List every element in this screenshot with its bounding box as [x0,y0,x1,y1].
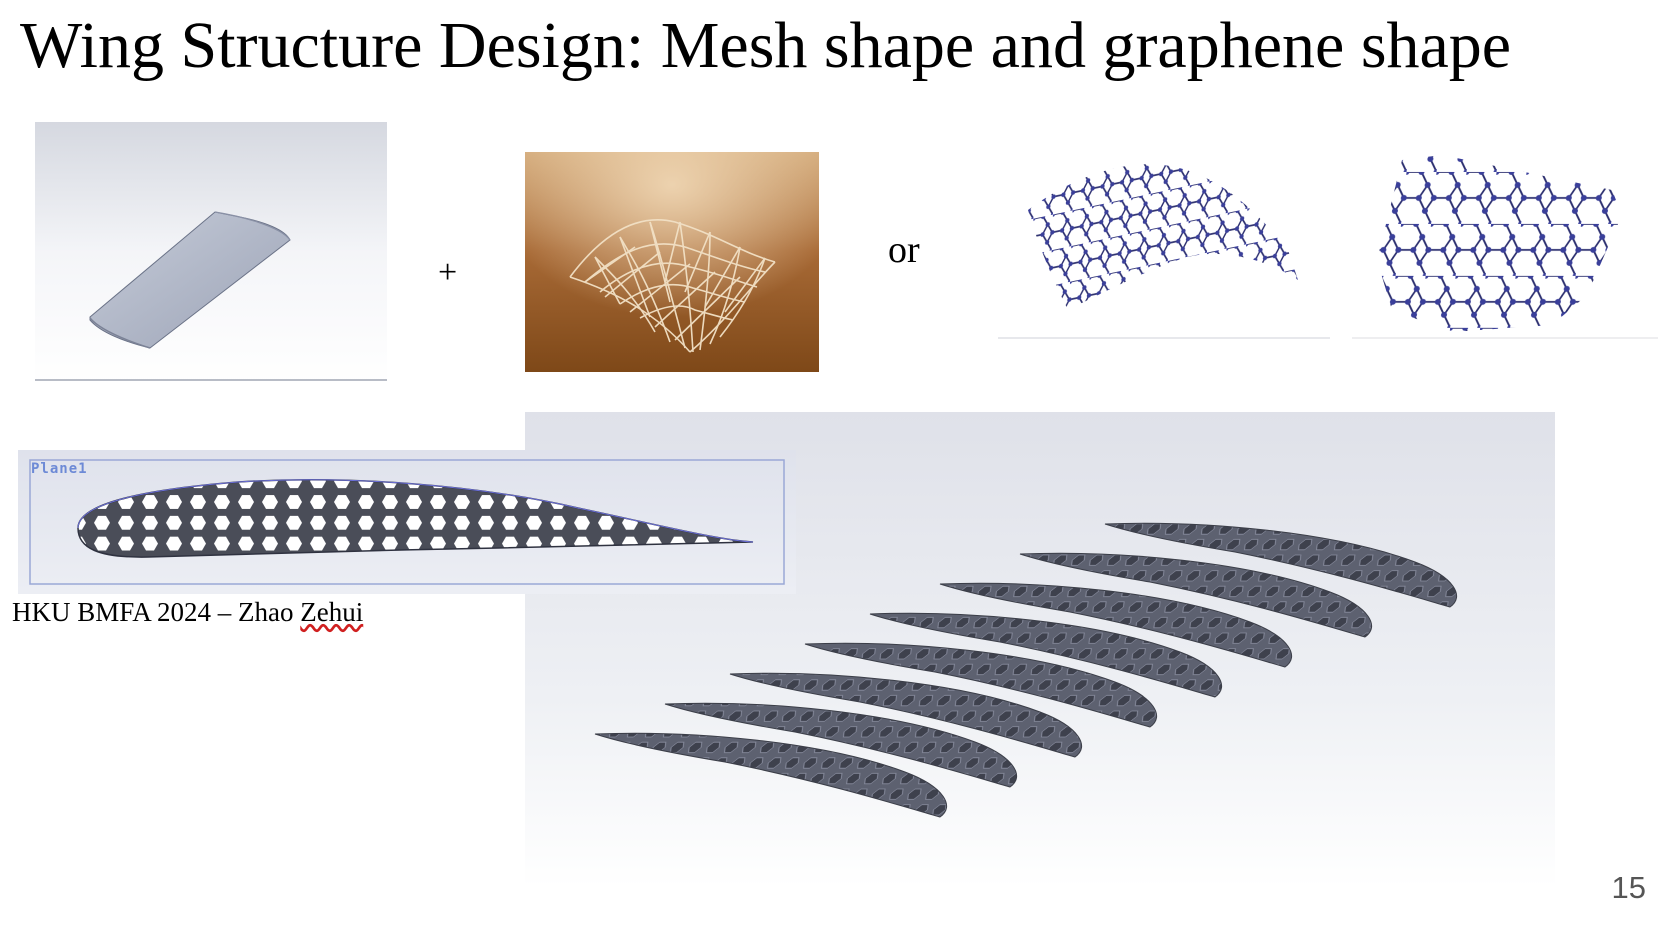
mesh-model-photo [525,152,819,372]
wing-render-image [35,122,387,384]
or-text: or [888,229,920,271]
graphene-sheet-large-hexagons [1352,120,1658,340]
graphene-image-2 [1352,120,1658,340]
credit-line: HKU BMFA 2024 – Zhao Zehui [12,597,363,628]
page-number: 15 [1611,870,1646,905]
slide-title: Wing Structure Design: Mesh shape and gr… [20,9,1512,82]
airfoil-section-image [18,450,796,594]
plus-symbol: + [438,254,458,291]
plane-label: Plane1 [31,461,88,477]
graphene-image-1 [998,120,1330,340]
graphene-sheet-small-hexagons [998,120,1330,340]
credit-name: Zehui [300,597,364,627]
lattice-mesh-surface-photo [525,152,819,372]
solid-wing-airfoil-icon [35,122,387,384]
credit-prefix: HKU BMFA 2024 – Zhao [12,597,301,627]
hexagon-airfoil-section-icon [18,450,796,594]
